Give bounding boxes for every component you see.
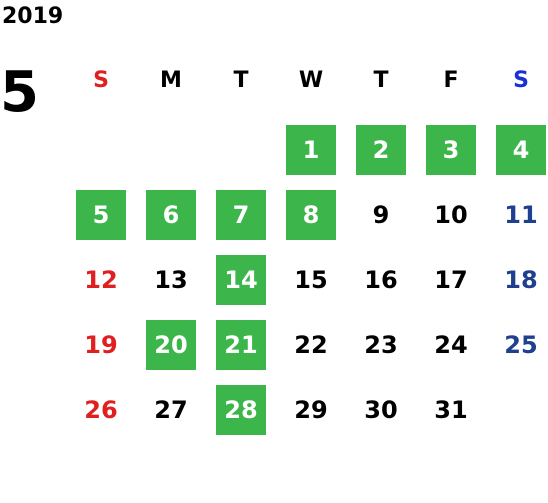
day-cell-25[interactable]: 25 — [504, 331, 538, 359]
day-cell-26[interactable]: 26 — [84, 396, 118, 424]
day-cell-21[interactable]: 21 — [216, 320, 266, 370]
day-cell-14[interactable]: 14 — [216, 255, 266, 305]
weekday-1: M — [160, 68, 182, 93]
day-cell-9[interactable]: 9 — [372, 201, 390, 229]
day-cell-19[interactable]: 19 — [84, 331, 118, 359]
weekday-5: F — [443, 68, 459, 93]
day-cell-12[interactable]: 12 — [84, 266, 118, 294]
day-cell-16[interactable]: 16 — [364, 266, 398, 294]
year-label: 2019 — [2, 4, 64, 29]
day-cell-22[interactable]: 22 — [294, 331, 328, 359]
day-cell-5[interactable]: 5 — [76, 190, 126, 240]
day-cell-29[interactable]: 29 — [294, 396, 328, 424]
day-cell-18[interactable]: 18 — [504, 266, 538, 294]
day-cell-28[interactable]: 28 — [216, 385, 266, 435]
day-cell-30[interactable]: 30 — [364, 396, 398, 424]
weekday-6: S — [513, 68, 529, 93]
day-cell-17[interactable]: 17 — [434, 266, 468, 294]
day-cell-23[interactable]: 23 — [364, 331, 398, 359]
day-cell-6[interactable]: 6 — [146, 190, 196, 240]
day-cell-2[interactable]: 2 — [356, 125, 406, 175]
day-cell-1[interactable]: 1 — [286, 125, 336, 175]
day-cell-13[interactable]: 13 — [154, 266, 188, 294]
day-cell-20[interactable]: 20 — [146, 320, 196, 370]
day-cell-24[interactable]: 24 — [434, 331, 468, 359]
day-cell-10[interactable]: 10 — [434, 201, 468, 229]
weekday-3: W — [298, 68, 324, 93]
weekday-4: T — [373, 68, 389, 93]
day-cell-8[interactable]: 8 — [286, 190, 336, 240]
day-cell-7[interactable]: 7 — [216, 190, 266, 240]
day-cell-27[interactable]: 27 — [154, 396, 188, 424]
day-cell-31[interactable]: 31 — [434, 396, 468, 424]
day-cell-15[interactable]: 15 — [294, 266, 328, 294]
day-cell-4[interactable]: 4 — [496, 125, 546, 175]
weekday-2: T — [233, 68, 249, 93]
month-label: 5 — [0, 60, 39, 125]
weekday-0: S — [93, 68, 109, 93]
day-cell-11[interactable]: 11 — [504, 201, 538, 229]
day-cell-3[interactable]: 3 — [426, 125, 476, 175]
